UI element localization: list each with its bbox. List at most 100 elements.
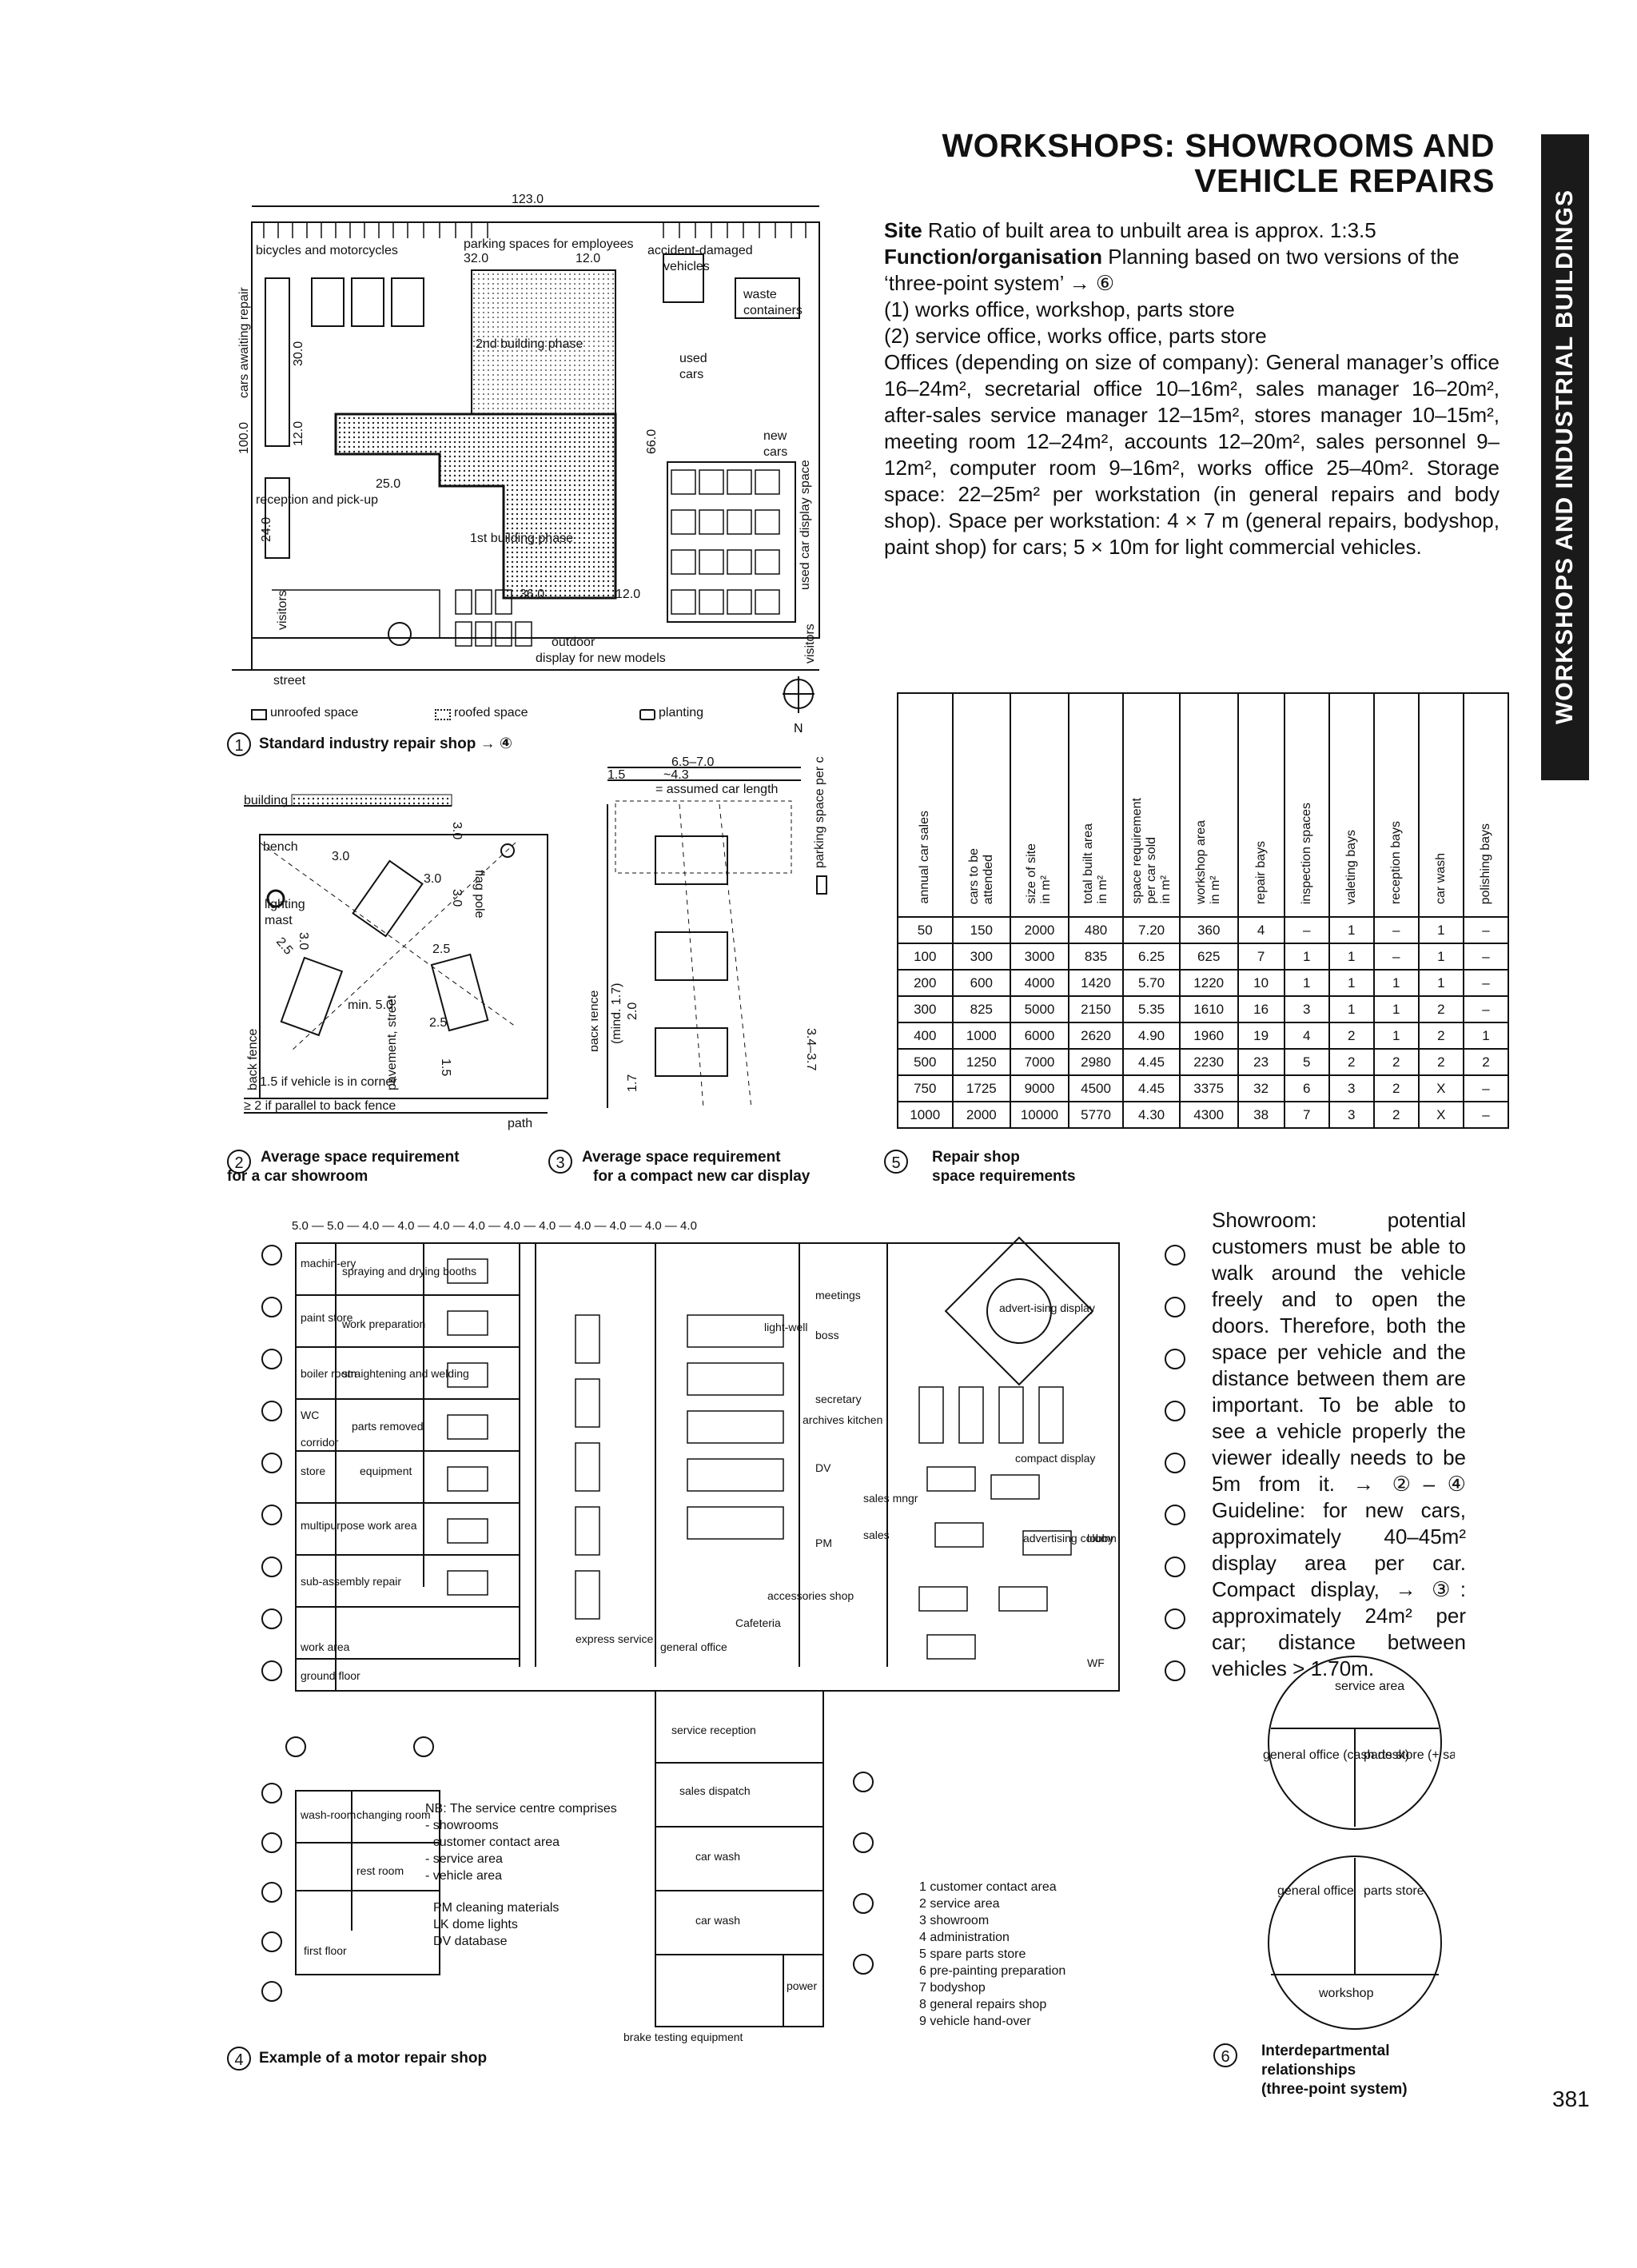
fig1-site-plan: 123.0 bicycles and motorcycles parking s… [232,193,820,688]
fig2-caption: 2 Average space requirement for a car sh… [227,1149,460,1185]
section-tab-label: WORKSHOPS AND INDUSTRIAL BUILDINGS [1551,189,1578,725]
fig1-dim-32: 32.0 [464,252,488,265]
fig4-room-boiler: boiler room [301,1367,356,1380]
fig2-dim-30b: 3.0 [424,872,441,886]
fig4-room-multipurpose: multipurpose work area [301,1519,417,1532]
fig1-dim-24: 24.0 [260,517,273,542]
fig4-room-car-wash-1: car wash [695,1850,740,1863]
fig1-dim-12b: 12.0 [292,421,305,446]
fig4-room-car-wash-2: car wash [695,1914,740,1927]
fig6-relationship-diagram: service area general office (cash desk) … [1263,1656,1455,2030]
fig4-room-work-area: work area [300,1640,350,1653]
fig1-label-awaiting: cars awaiting repair [237,287,251,398]
fig6-bottom-general-office: general office [1277,1884,1354,1898]
fig1-dim-overall: 123.0 [512,193,544,206]
fig2-dim-30e: 3.0 [297,932,310,950]
fig6-top-parts-store: parts store (+ sales) [1364,1748,1455,1762]
fig1-label-accident: accident-damaged [647,244,753,257]
fig4-room-boss: boss [815,1329,839,1341]
page-number: 381 [1552,2087,1590,2111]
fig1-dim-30: 30.0 [292,341,305,366]
fig4-top-dimensions: 5.0 — 5.0 — 4.0 — 4.0 — 4.0 — 4.0 — 4.0 … [292,1219,697,1233]
fig3-caption: 3 Average space requirement for a compac… [548,1149,810,1185]
fig1-label-new-cars: cars [763,445,787,459]
fig2-dim-min5: min. 5.0 [348,998,393,1012]
fig3-dim-43: ~4.3 [663,768,689,782]
fig4-abbreviations: PM cleaning materials LK dome lights DV … [433,1901,560,1948]
fig4-room-straightening: straightening and welding [342,1367,469,1380]
section-tab: WORKSHOPS AND INDUSTRIAL BUILDINGS [1541,134,1589,780]
fig6-service-area: service area [1335,1680,1404,1693]
fig3-dim-20: 2.0 [626,1002,639,1020]
fig1-label-reception: reception and pick-up [256,493,378,507]
fig2-label-flagpole: flag pole [472,870,486,919]
showroom-text: Showroom: potential customers must be ab… [1212,1208,1466,1680]
fig2-label-lighting: lighting [265,898,305,911]
fig1-dim-100: 100.0 [237,422,251,454]
fig3-dim-3437: 3.4–3.7 [804,1028,818,1070]
fig4-room-archives: archives [803,1413,844,1426]
fig2-dim-25a: 2.5 [273,935,295,958]
fig4-room-wf: WF [1087,1656,1105,1669]
fig1-label-containers: containers [743,304,803,317]
fig1-label-street: street [273,674,306,688]
fig2-label-parallel: ≥ 2 if parallel to back fence [244,1099,396,1113]
fig2-dim-15: 1.5 [439,1058,452,1076]
fig3-compact-display-diagram: 6.5–7.0 1.5 ~4.3 = assumed car length pa… [591,756,827,1109]
fig3-dim-6570: 6.5–7.0 [671,756,714,769]
fig4-room-service-reception: service reception [671,1724,756,1736]
fig4-room-general-office: general office [660,1640,727,1653]
fig1-label-new: new [763,429,787,443]
fig4-key-list: 1 customer contact area 2 service area 3… [919,1880,1066,2028]
table-header-row: annual car sales cars to be attended siz… [897,692,1510,918]
fig4-room-store: store [301,1465,325,1477]
fig4-floor-plan: spraying and drying booths machin-ery pa… [261,1236,1185,2043]
fig3-label-mind: (mind. 1.7) [610,983,623,1044]
fig6-workshop: workshop [1318,1987,1374,2000]
fig2-showroom-diagram: building bench lighting mast 3.0 3.0 3.0… [244,794,548,1130]
fig6-caption: 6 Interdepartmental relationships (three… [1213,2043,1408,2098]
fig4-room-meetings: meetings [815,1289,861,1301]
fig4-room-sales-dispatch: sales dispatch [679,1784,751,1797]
fig4-room-wash-room: wash-room [300,1808,356,1821]
fig1-label-outdoor: outdoor [552,636,595,649]
fig4-room-sales: sales [863,1529,890,1541]
fig4-nb-notes: NB: The service centre comprises - showr… [425,1802,617,1883]
fig1-dim-12c: 12.0 [615,588,640,601]
fig3-label-backfence: back fence [591,991,601,1052]
fig4-room-express: express service [576,1632,653,1645]
fig4-room-lobby: lobby [1087,1532,1113,1545]
fig4-room-pm: PM [815,1537,832,1549]
fig6-top-general-office: general office (cash desk) [1263,1748,1409,1762]
fig1-label-visitors-right: visitors [803,624,817,664]
fig4-room-sales-mngr: sales mngr [863,1492,918,1505]
fig4-room-ground-floor: ground floor [301,1669,360,1682]
fig1-label-visitors-left: visitors [276,590,289,630]
svg-text:N: N [794,722,803,735]
fig3-label-parking: parking space per car [813,756,826,868]
fig1-legend: unroofed space roofed space planting [251,705,811,724]
fig4-room-rest-room: rest room [356,1864,404,1877]
fig4-room-power: power [787,1979,817,1992]
fig4-room-dv: DV [815,1461,831,1474]
fig2-dim-30a: 3.0 [332,850,349,863]
fig4-room-paint: paint store [301,1311,353,1324]
fig1-dim-66: 66.0 [645,429,659,454]
fig4-room-work-prep: work preparation [341,1317,425,1330]
fig2-label-corner: 1.5 if vehicle is in corner [260,1075,397,1089]
fig1-dim-25: 25.0 [376,477,400,491]
fig2-label-mast: mast [265,914,293,927]
legend-roofed-swatch [435,709,451,720]
fig1-label-waste: waste [743,288,777,301]
fig1-label-used: used [679,352,707,365]
fig2-dim-30d: 3.0 [450,889,464,907]
fig4-room-subassembly: sub-assembly repair [301,1575,401,1588]
